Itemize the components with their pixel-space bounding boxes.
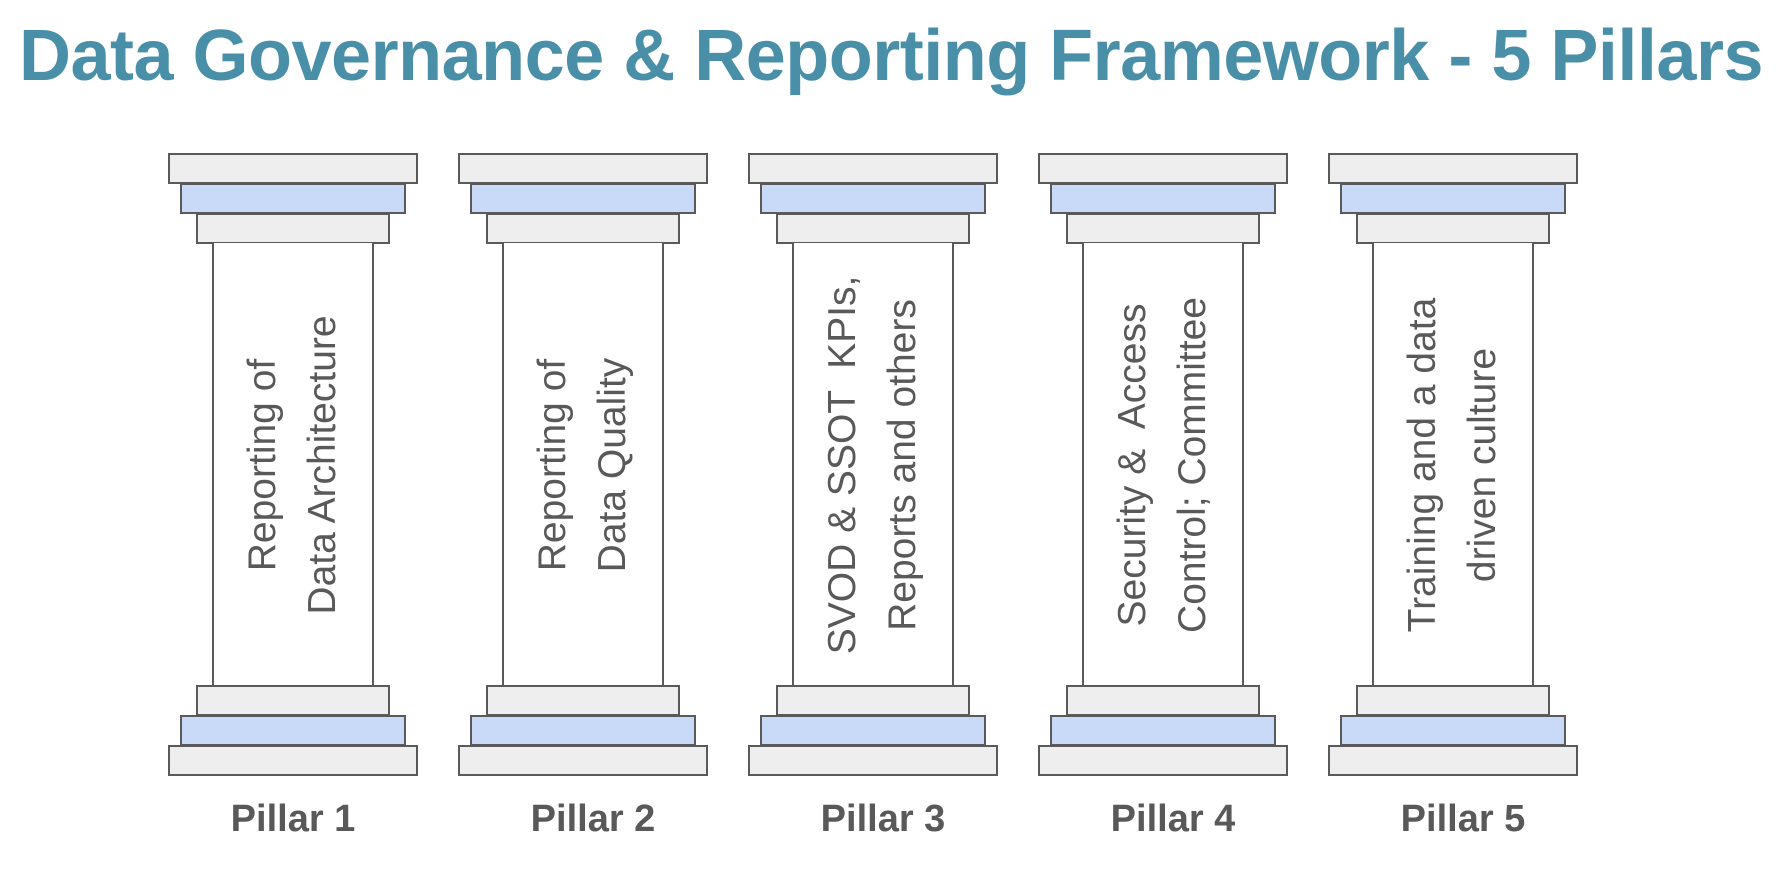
pillar-base-top	[196, 685, 390, 716]
pillar-base-top	[776, 685, 970, 716]
pillar-shaft: Reporting of Data Quality	[502, 243, 664, 686]
pillar-capital-top	[1038, 153, 1288, 184]
pillar-3: SVOD & SSOT KPIs, Reports and others	[748, 153, 998, 778]
pillar-base-top	[1356, 685, 1550, 716]
pillar-2-text: Reporting of Data Quality	[531, 357, 634, 572]
pillar-base-bottom	[1328, 745, 1578, 776]
pillar-capital-middle	[470, 183, 696, 214]
pillar-base-middle	[1340, 715, 1566, 746]
pillar-capital-bottom	[1356, 213, 1550, 244]
pillar-2: Reporting of Data Quality	[458, 153, 708, 778]
pillar-capital-top	[1328, 153, 1578, 184]
pillar-base-middle	[760, 715, 986, 746]
pillar-5-text: Training and a data driven culture	[1401, 297, 1504, 632]
pillar-base-middle	[180, 715, 406, 746]
pillar-capital-middle	[180, 183, 406, 214]
pillar-3-text: SVOD & SSOT KPIs, Reports and others	[821, 275, 924, 654]
pillar-base-middle	[470, 715, 696, 746]
pillar-base-middle	[1050, 715, 1276, 746]
pillar-1-label: Pillar 1	[230, 798, 356, 840]
pillar-capital-bottom	[196, 213, 390, 244]
pillar-capital-bottom	[1066, 213, 1260, 244]
pillar-4-text: Security & Access Control; Committee	[1111, 296, 1214, 633]
pillar-shaft: SVOD & SSOT KPIs, Reports and others	[792, 243, 954, 686]
pillar-capital-top	[748, 153, 998, 184]
pillar-capital-top	[458, 153, 708, 184]
pillar-3-label: Pillar 3	[820, 798, 946, 840]
pillar-1: Reporting of Data Architecture	[168, 153, 418, 778]
pillar-base-top	[1066, 685, 1260, 716]
pillar-capital-bottom	[486, 213, 680, 244]
pillar-4-label: Pillar 4	[1110, 798, 1236, 840]
pillar-1-text: Reporting of Data Architecture	[241, 314, 344, 615]
diagram-title: Data Governance & Reporting Framework - …	[18, 16, 1764, 96]
pillar-capital-middle	[760, 183, 986, 214]
pillar-base-bottom	[1038, 745, 1288, 776]
pillar-capital-middle	[1050, 183, 1276, 214]
pillar-base-top	[486, 685, 680, 716]
pillar-shaft: Training and a data driven culture	[1372, 243, 1534, 686]
pillar-capital-middle	[1340, 183, 1566, 214]
pillar-4: Security & Access Control; Committee	[1038, 153, 1288, 778]
pillar-capital-top	[168, 153, 418, 184]
pillar-2-label: Pillar 2	[530, 798, 656, 840]
pillar-base-bottom	[168, 745, 418, 776]
pillar-capital-bottom	[776, 213, 970, 244]
pillar-base-bottom	[458, 745, 708, 776]
pillar-5: Training and a data driven culture	[1328, 153, 1578, 778]
pillar-base-bottom	[748, 745, 998, 776]
pillar-shaft: Reporting of Data Architecture	[212, 243, 374, 686]
pillar-shaft: Security & Access Control; Committee	[1082, 243, 1244, 686]
pillar-5-label: Pillar 5	[1400, 798, 1526, 840]
